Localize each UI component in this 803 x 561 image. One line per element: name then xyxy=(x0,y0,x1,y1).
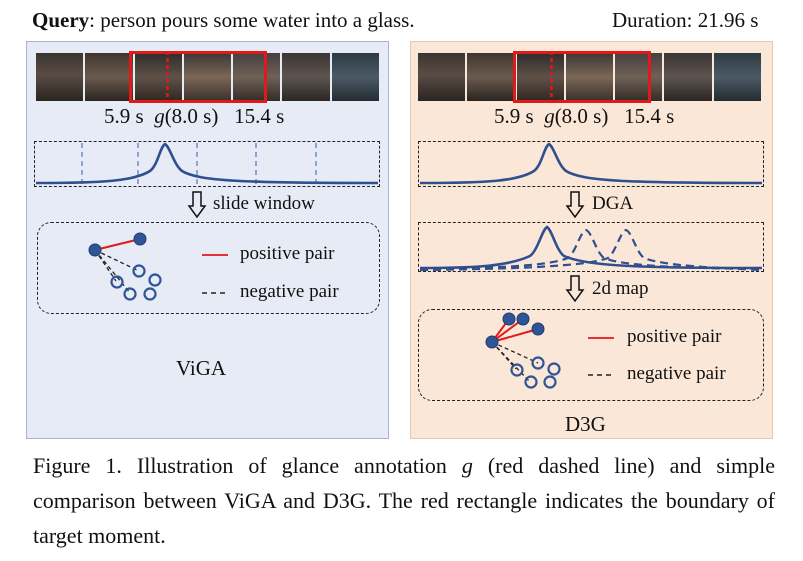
d3g-panel xyxy=(410,41,773,439)
video-frame xyxy=(282,53,330,101)
glance-symbol: g xyxy=(154,104,165,128)
video-frame xyxy=(331,53,379,101)
video-frame xyxy=(664,53,712,101)
figure-caption: Figure 1. Illustration of glance annotat… xyxy=(33,448,775,553)
video-frame xyxy=(233,53,281,101)
video-frame xyxy=(85,53,133,101)
pair-graph-right xyxy=(485,312,614,389)
contrast-box-left xyxy=(37,222,380,314)
gaussian-plot-right xyxy=(418,141,764,187)
glance-time: (8.0 s) xyxy=(554,104,609,128)
video-frames-left xyxy=(36,53,379,101)
video-frame xyxy=(36,53,84,101)
viga-panel xyxy=(26,41,389,439)
video-frame xyxy=(516,53,564,101)
glance-line-left xyxy=(166,51,169,103)
down-arrow-icon xyxy=(565,275,585,303)
dga-curves xyxy=(419,225,763,272)
time-labels-left: 5.9 s g(8.0 s) 15.4 s xyxy=(104,104,284,129)
glance-time: (8.0 s) xyxy=(164,104,219,128)
caption-var: g xyxy=(461,453,473,478)
glance-line-right xyxy=(550,51,553,103)
video-frame xyxy=(183,53,232,101)
gaussian-plot-left xyxy=(34,141,380,187)
start-time: 5.9 s xyxy=(494,104,534,128)
step-2d-map: 2d map xyxy=(592,278,649,299)
video-frame xyxy=(418,53,466,101)
caption-pre: Figure 1. Illustration of glance annotat… xyxy=(33,453,462,478)
down-arrow-icon xyxy=(565,191,585,219)
pair-graph-left xyxy=(88,232,228,301)
video-frame xyxy=(134,53,182,101)
glance-symbol: g xyxy=(544,104,555,128)
video-frame xyxy=(615,53,663,101)
video-frame xyxy=(565,53,614,101)
target-boundary-left xyxy=(129,51,267,103)
legend-positive-right: positive pair xyxy=(627,326,722,347)
panel-title-viga: ViGA xyxy=(176,356,227,380)
query-line: Query: person pours some water into a gl… xyxy=(32,8,415,33)
contrast-box-right xyxy=(418,309,764,401)
query-text: : person pours some water into a glass. xyxy=(89,8,415,32)
gaussian-curve-left xyxy=(35,142,379,185)
end-time: 15.4 s xyxy=(624,104,675,128)
panel-title-d3g: D3G xyxy=(565,412,606,436)
video-frame xyxy=(467,53,515,101)
video-frame xyxy=(713,53,761,101)
caption-post: (red dashed line) and simple comparison … xyxy=(33,453,775,548)
start-time: 5.9 s xyxy=(104,104,144,128)
end-time: 15.4 s xyxy=(234,104,285,128)
dga-plot xyxy=(418,222,764,272)
video-frames-right xyxy=(418,53,761,101)
query-label: Query xyxy=(32,8,90,32)
time-labels-right: 5.9 s g(8.0 s) 15.4 s xyxy=(494,104,674,129)
step-slide-window: slide window xyxy=(213,193,315,214)
legend-negative-left: negative pair xyxy=(240,281,339,302)
step-dga: DGA xyxy=(592,193,634,214)
legend-positive-left: positive pair xyxy=(240,243,335,264)
duration-label: Duration: 21.96 s xyxy=(612,8,759,32)
gaussian-curve-right xyxy=(419,142,763,185)
target-boundary-right xyxy=(513,51,651,103)
legend-negative-right: negative pair xyxy=(627,363,726,384)
down-arrow-icon xyxy=(187,191,207,219)
